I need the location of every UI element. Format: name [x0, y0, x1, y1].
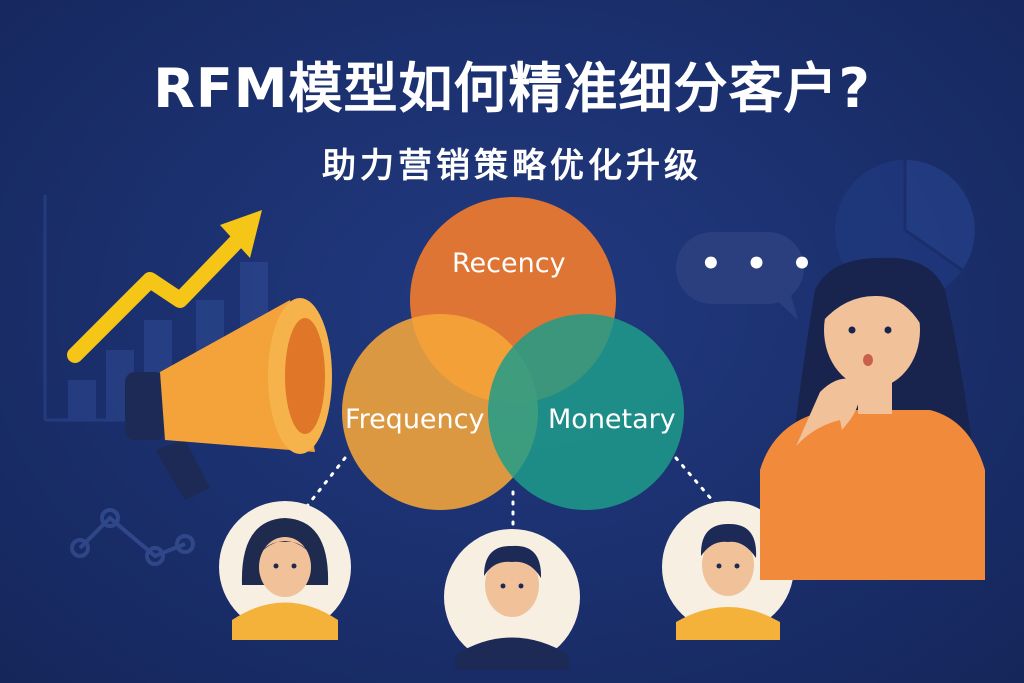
page-title: RFM模型如何精准细分客户?: [153, 57, 871, 120]
frequency-label: Frequency: [345, 404, 485, 435]
page-subtitle: 助力营销策略优化升级: [322, 146, 702, 186]
customer-avatar-man-center: [444, 529, 580, 670]
monetary-label: Monetary: [548, 404, 676, 435]
trend-up-arrow-icon: [67, 210, 262, 363]
customer-avatar-woman: [219, 501, 351, 640]
background-line-chart: [70, 508, 195, 566]
monetary-circle: [488, 314, 684, 510]
frequency-circle: [342, 314, 538, 510]
rfm-venn-diagram: [342, 197, 684, 510]
speech-bubble: [676, 232, 804, 320]
recency-label: Recency: [452, 248, 566, 279]
speech-bubble-dots: • • •: [700, 244, 819, 284]
megaphone-icon: [125, 298, 332, 500]
thinking-woman-illustration: [760, 257, 985, 580]
